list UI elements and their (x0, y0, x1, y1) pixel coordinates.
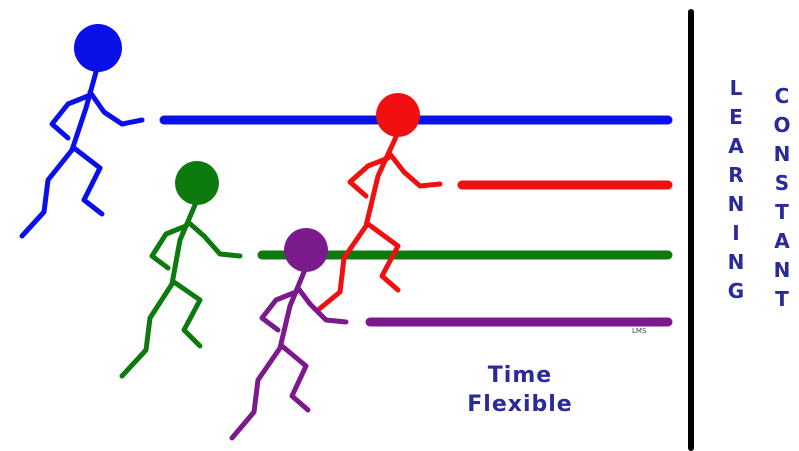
flexible-word: Flexible (440, 391, 600, 420)
vertical-letter: O (770, 111, 794, 140)
vertical-letter: T (770, 285, 794, 314)
vertical-letter: G (724, 277, 748, 306)
vertical-letter: S (770, 169, 794, 198)
red-runner-figure (318, 93, 440, 310)
time-flexible-label: Time Flexible (440, 362, 600, 419)
vertical-letter: T (770, 198, 794, 227)
vertical-letter: I (724, 219, 748, 248)
vertical-letter: E (724, 103, 748, 132)
blue-runner-figure (22, 24, 142, 236)
vertical-letter: N (770, 140, 794, 169)
vertical-letter: A (770, 227, 794, 256)
green-runner-figure (122, 161, 240, 376)
time-word: Time (440, 362, 600, 391)
vertical-letter: C (770, 82, 794, 111)
vertical-letter: R (724, 161, 748, 190)
vertical-letter: L (724, 74, 748, 103)
vertical-letter: N (770, 256, 794, 285)
author-initials: LMS (632, 327, 646, 335)
vertical-letter: N (724, 248, 748, 277)
vertical-letter: A (724, 132, 748, 161)
vertical-letter: N (724, 190, 748, 219)
